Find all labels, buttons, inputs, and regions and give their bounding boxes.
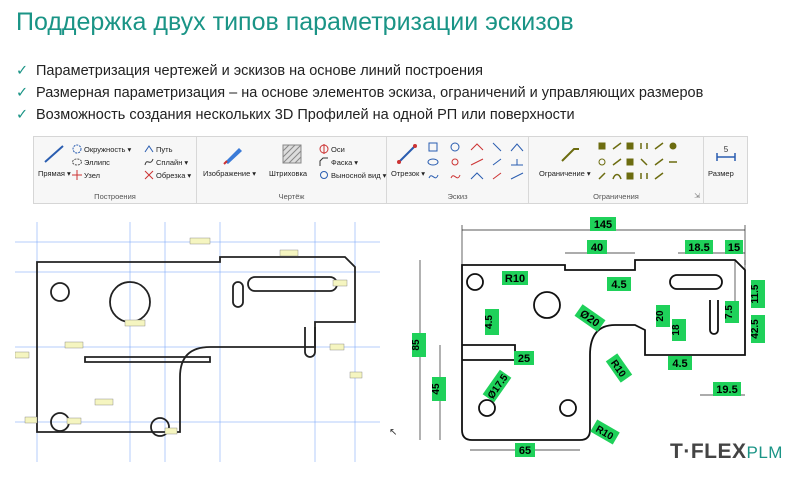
segment-icon — [397, 144, 417, 164]
dim-18[interactable]: 18 — [671, 324, 682, 336]
constraint-button[interactable]: Ограничение▾ — [539, 169, 591, 178]
slide-title: Поддержка двух типов параметризации эски… — [16, 8, 574, 36]
dim-4-5-right[interactable]: 4.5 — [672, 358, 687, 370]
tflex-logo: T·FLEXPLM — [670, 440, 783, 463]
trim-icon — [144, 170, 154, 180]
dialog-launcher-icon[interactable]: ⇲ — [694, 193, 700, 200]
dim-25[interactable]: 25 — [518, 353, 530, 365]
hatch-icon — [282, 144, 302, 164]
ribbon-toolbar: Прямая▾ Окружность▾ Эллипс Узел Путь Спл… — [33, 136, 748, 204]
image-icon — [223, 148, 242, 165]
dim-4-5-top[interactable]: 4.5 — [611, 279, 626, 291]
path-icon — [144, 145, 154, 153]
node-button[interactable]: Узел — [72, 170, 100, 180]
segment-button[interactable]: Отрезок▾ — [391, 169, 426, 178]
callout-icon — [320, 171, 328, 179]
hatch-button[interactable]: Штриховка — [269, 169, 308, 178]
dimension-button[interactable]: Размер — [708, 169, 734, 178]
dim-45[interactable]: 45 — [431, 383, 442, 395]
dim-65[interactable]: 65 — [519, 445, 531, 457]
spline-icon — [144, 158, 154, 166]
group-label: Чертёж — [278, 192, 305, 201]
dim-20[interactable]: 20 — [655, 310, 666, 322]
constraint-tools-icon — [598, 142, 677, 180]
dim-7-5[interactable]: 7.5 — [724, 305, 735, 319]
chamfer-button[interactable]: Фаска▾ — [319, 157, 358, 167]
dimension-icon: 5 — [716, 145, 736, 161]
ribbon-group-construction: Прямая▾ Окружность▾ Эллипс Узел Путь Спл… — [34, 137, 197, 203]
ribbon-group-constraints: Ограничение▾ Ограничения ⇲ — [529, 137, 704, 203]
dim-40[interactable]: 40 — [591, 242, 603, 254]
trim-button[interactable]: Обрезка▾ — [144, 170, 191, 180]
axes-icon — [319, 144, 329, 154]
bullet-item: ✓Параметризация чертежей и эскизов на ос… — [16, 60, 703, 82]
path-button[interactable]: Путь — [144, 144, 172, 154]
mouse-cursor-icon: ↖ — [389, 427, 398, 438]
dim-r10-top[interactable]: R10 — [505, 273, 525, 285]
check-icon: ✓ — [16, 63, 29, 79]
chamfer-icon — [319, 157, 328, 166]
bullet-list: ✓Параметризация чертежей и эскизов на ос… — [16, 60, 703, 126]
callout-view-button[interactable]: Выносной вид▾ — [319, 170, 386, 180]
sketch-tools-icon — [427, 142, 524, 180]
dim-19-5[interactable]: 19.5 — [716, 384, 737, 396]
group-label: Построения — [94, 192, 136, 201]
group-label: Эскиз — [447, 192, 468, 201]
ribbon-group-sketch: Отрезок▾ Эскиз — [387, 137, 529, 203]
straight-button[interactable]: Прямая▾ — [38, 169, 71, 178]
dim-15[interactable]: 15 — [728, 242, 740, 254]
check-icon: ✓ — [16, 85, 29, 101]
spline-button[interactable]: Сплайн▾ — [144, 157, 188, 167]
constraint-icon — [561, 148, 579, 162]
ribbon-group-drawing: Изображение▾ Штриховка Оси Фаска▾ Выносн… — [197, 137, 387, 203]
bullet-item: ✓Возможность создания нескольких 3D Проф… — [16, 104, 703, 126]
dim-18-5[interactable]: 18.5 — [688, 242, 709, 254]
circle-icon — [72, 144, 82, 154]
axes-button[interactable]: Оси — [319, 144, 345, 154]
dimensional-drawing: 145 40 18.5 15 R10 4.5 4.5 Ø20 25 85 45 … — [411, 217, 765, 457]
dim-4-5-left[interactable]: 4.5 — [484, 315, 495, 329]
node-icon — [72, 170, 82, 180]
ellipse-button[interactable]: Эллипс — [72, 157, 110, 167]
dim-145[interactable]: 145 — [594, 219, 612, 231]
bullet-item: ✓Размерная параметризация – на основе эл… — [16, 82, 703, 104]
image-button[interactable]: Изображение▾ — [203, 169, 257, 178]
dim-42-5[interactable]: 42.5 — [750, 319, 761, 339]
ellipse-icon — [72, 158, 82, 166]
dim-11-5[interactable]: 11.5 — [750, 284, 761, 303]
dim-85[interactable]: 85 — [411, 339, 422, 351]
circle-button[interactable]: Окружность▾ — [72, 144, 131, 154]
ribbon-group-dimension: 5 Размер — [704, 137, 749, 203]
straight-line-icon — [44, 145, 64, 163]
group-label: Ограничения — [593, 192, 639, 201]
check-icon: ✓ — [16, 107, 29, 123]
svg-text:5: 5 — [724, 145, 729, 154]
construction-drawing — [15, 222, 380, 462]
